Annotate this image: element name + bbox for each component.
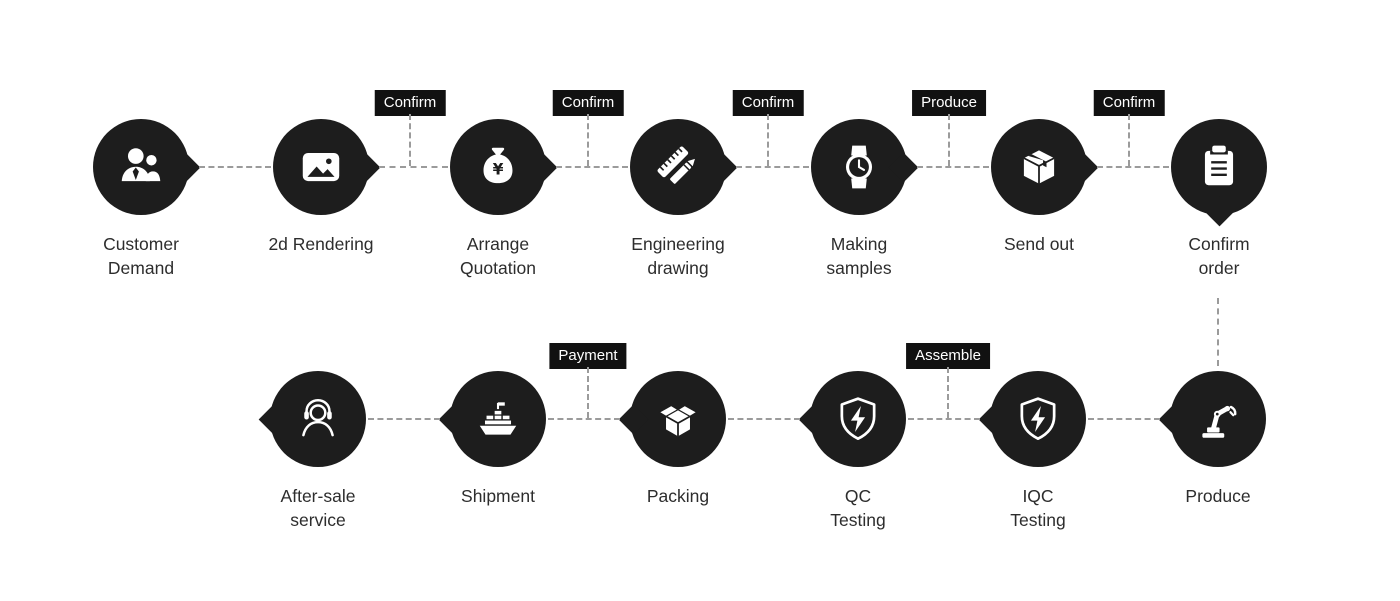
node-label: Packing: [646, 486, 710, 506]
node-label: 2d Rendering: [268, 234, 374, 254]
tag-dropline: [1128, 114, 1130, 166]
tag-dropline: [767, 114, 769, 166]
node-bubble: [1171, 119, 1267, 215]
node-label: Making samples: [826, 234, 892, 278]
connector-dashed-vertical: [1217, 298, 1219, 366]
node-label: Produce: [1185, 486, 1251, 506]
tag-produce: Produce: [912, 90, 986, 116]
node-arrange-quotation: ¥ Arrange Quotation: [450, 119, 546, 278]
shield-lightning-icon: [1020, 397, 1056, 441]
node-2d-rendering: 2d Rendering: [268, 119, 374, 254]
node-label: QC Testing: [830, 486, 886, 530]
connector-dashed: [908, 418, 980, 420]
shield-lightning-icon: [840, 397, 876, 441]
node-bubble: [990, 371, 1086, 467]
node-making-samples: Making samples: [811, 119, 907, 278]
node-label: IQC Testing: [1010, 486, 1066, 530]
connector-dashed: [736, 166, 809, 168]
connector-dashed: [728, 418, 800, 420]
node-packing: Packing: [630, 371, 726, 506]
clipboard-icon: [1204, 145, 1234, 186]
connector-dashed: [379, 166, 448, 168]
package-box-icon: [1023, 150, 1055, 184]
tag-dropline: [948, 114, 950, 166]
node-shipment: Shipment: [450, 371, 546, 506]
node-qc-testing: QC Testing: [810, 371, 906, 530]
tag-confirm: Confirm: [552, 90, 624, 116]
node-label: Engineering drawing: [631, 234, 725, 278]
node-bubble: [93, 119, 189, 215]
tag-dropline: [587, 114, 589, 166]
connector-dashed: [556, 166, 628, 168]
connector-dashed: [548, 418, 620, 420]
tag-confirm: Confirm: [732, 90, 804, 116]
node-bubble: [630, 119, 726, 215]
tag-payment: Payment: [549, 343, 627, 369]
ruler-pencil-icon: [657, 146, 695, 184]
connector-dashed: [368, 418, 440, 420]
node-label: Customer Demand: [103, 234, 179, 278]
node-confirm-order: Confirm order: [1171, 119, 1267, 278]
svg-text:¥: ¥: [493, 160, 504, 178]
tag-assemble: Assemble: [906, 343, 990, 369]
connector-dashed: [917, 166, 989, 168]
tag-confirm: Confirm: [374, 90, 446, 116]
node-label: Send out: [1003, 234, 1075, 254]
node-produce: Produce: [1170, 371, 1266, 506]
tag-dropline: [409, 114, 411, 166]
node-bubble: [273, 119, 369, 215]
node-send-out: Send out: [991, 119, 1087, 254]
node-bubble: [810, 371, 906, 467]
watch-icon: [845, 145, 873, 189]
headset-icon: [302, 398, 334, 437]
open-box-icon: [658, 404, 698, 437]
node-iqc-testing: IQC Testing: [990, 371, 1086, 530]
tag-dropline: [587, 367, 589, 418]
node-customer-demand: Customer Demand: [93, 119, 189, 278]
node-bubble: ¥: [450, 119, 546, 215]
node-label: Arrange Quotation: [460, 234, 536, 278]
ship-icon: [479, 402, 517, 435]
image-icon: [302, 152, 340, 182]
node-label: Shipment: [461, 486, 535, 506]
customers-icon: [121, 148, 161, 182]
node-bubble: [991, 119, 1087, 215]
connector-dashed: [1088, 418, 1160, 420]
robot-arm-icon: [1202, 405, 1237, 438]
money-bag-icon: ¥: [483, 147, 513, 184]
connector-dashed: [1097, 166, 1169, 168]
node-bubble: [811, 119, 907, 215]
tag-dropline: [947, 367, 949, 418]
node-label: Confirm order: [1188, 234, 1250, 278]
connector-dashed: [199, 166, 271, 168]
node-engineering-drawing: Engineering drawing: [630, 119, 726, 278]
node-bubble: [450, 371, 546, 467]
tag-confirm: Confirm: [1093, 90, 1165, 116]
node-after-sale-service: After-sale service: [270, 371, 366, 530]
node-bubble: [270, 371, 366, 467]
node-bubble: [1170, 371, 1266, 467]
node-bubble: [630, 371, 726, 467]
node-label: After-sale service: [280, 486, 356, 530]
